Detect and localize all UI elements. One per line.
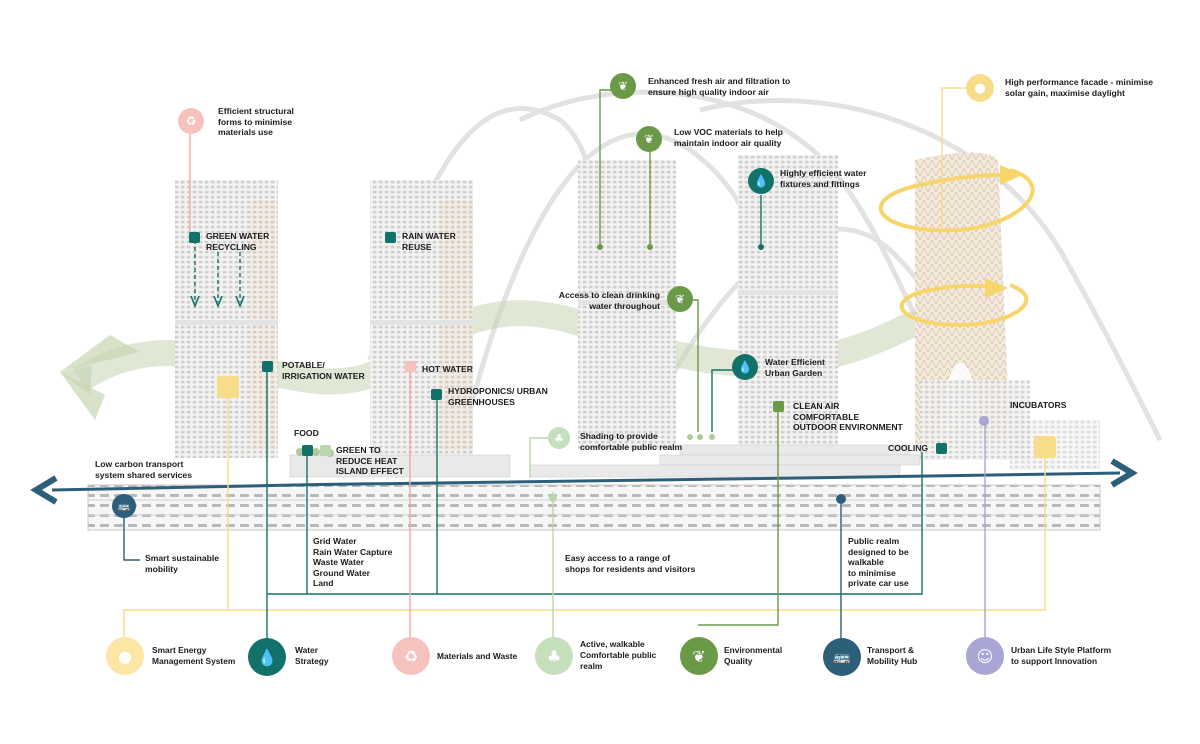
marker-realm <box>549 494 557 502</box>
marker-food <box>302 445 313 456</box>
marker-clean-air <box>773 401 784 412</box>
leaf-icon: ❦ <box>610 73 636 99</box>
bus-car-icon: 🚌 <box>112 494 136 518</box>
label-urban-garden: Water Efficient Urban Garden <box>765 357 825 378</box>
label-shading: Shading to provide comfortable public re… <box>580 431 683 452</box>
label-green-water: GREEN WATER RECYCLING <box>206 231 270 252</box>
tree-icon: ♣ <box>535 637 573 675</box>
tower-5-diagrid <box>915 152 1100 470</box>
marker-env-1 <box>597 244 603 250</box>
label-hydroponics: HYDROPONICS/ URBAN GREENHOUSES <box>448 386 548 407</box>
leaf-icon: ❦ <box>667 286 693 312</box>
category-innovation: Urban Life Style Platform to support Inn… <box>1011 645 1112 666</box>
marker-green-water <box>189 232 200 243</box>
transport-main-arrow <box>51 471 1121 492</box>
green-air-flow-arrowhead <box>60 335 140 420</box>
tower-3 <box>578 160 676 450</box>
marker-rain-water <box>385 232 396 243</box>
carpark-podium <box>87 484 1101 531</box>
marker-transport <box>836 494 846 504</box>
category-realm: Active, walkable Comfortable public real… <box>580 639 657 671</box>
label-hot-water: HOT WATER <box>422 364 473 374</box>
yellow-wind-arrows <box>878 168 1035 328</box>
label-cooling: COOLING <box>888 443 929 453</box>
label-water-sources: Grid Water Rain Water Capture Waste Wate… <box>313 536 393 588</box>
label-smart-mobility: Smart sustainable mobility <box>145 553 220 574</box>
tree-icon: ♣ <box>548 427 570 449</box>
label-incubators: INCUBATORS <box>1010 400 1067 410</box>
marker-innovation <box>979 416 989 426</box>
water-drop-icon: 💧 <box>248 638 286 676</box>
annotation-facade: High performance facade - minimise solar… <box>1005 77 1154 98</box>
label-potable: POTABLE/ IRRIGATION WATER <box>282 360 365 381</box>
podium-terraces <box>289 444 921 478</box>
label-low-carbon: Low carbon transport system shared servi… <box>95 459 192 480</box>
leaf-icon: ❦ <box>636 126 662 152</box>
label-drinking-water: Access to clean drinking water throughou… <box>558 290 660 311</box>
bus-car-icon: 🚌 <box>823 638 861 676</box>
label-easy-access: Easy access to a range of shops for resi… <box>565 553 696 574</box>
tower-2 <box>370 180 473 458</box>
water-drop-icon: 💧 <box>732 354 758 380</box>
category-transport: Transport & Mobility Hub <box>867 645 918 666</box>
annotation-water-fixtures: Highly efficient water fixtures and fitt… <box>780 168 867 189</box>
recycle-icon: ♻ <box>178 108 204 134</box>
label-food: FOOD <box>294 428 319 438</box>
lightbulb-icon: ● <box>966 74 994 102</box>
water-drop-icon: 💧 <box>748 168 774 194</box>
category-materials: Materials and Waste <box>437 651 518 661</box>
lightbulb-icon: ● <box>106 637 144 675</box>
idea-head-icon: ☺ <box>966 637 1004 675</box>
marker-potable <box>262 361 273 372</box>
label-rain-water-reuse: RAIN WATER REUSE <box>402 231 456 252</box>
marker-energy-2 <box>1034 436 1056 458</box>
annotation-structural: Efficient structural forms to minimise m… <box>218 106 294 137</box>
tower-4 <box>738 155 838 450</box>
recycle-icon: ♻ <box>392 637 430 675</box>
category-environment: Environmental Quality <box>724 645 783 666</box>
marker-green-heat <box>320 445 331 456</box>
marker-hot-water <box>405 361 416 372</box>
marker-energy <box>217 376 239 398</box>
category-energy: Smart Energy Management System <box>152 645 236 666</box>
label-clean-air: CLEAN AIR COMFORTABLE OUTDOOR ENVIRONMEN… <box>793 401 903 432</box>
category-water: Water Strategy <box>295 645 329 666</box>
tower-1 <box>175 180 278 458</box>
marker-water-fixtures <box>758 244 764 250</box>
marker-cooling <box>936 443 947 454</box>
annotation-low-voc: Low VOC materials to help maintain indoo… <box>674 127 783 148</box>
marker-env-2 <box>647 244 653 250</box>
label-green-heat: GREEN TO REDUCE HEAT ISLAND EFFECT <box>336 445 404 476</box>
leaf-icon: ❦ <box>680 637 718 675</box>
annotation-fresh-air: Enhanced fresh air and filtration to ens… <box>648 76 791 97</box>
label-public-realm: Public realm designed to be walkable to … <box>848 536 909 588</box>
marker-hydroponics <box>431 389 442 400</box>
